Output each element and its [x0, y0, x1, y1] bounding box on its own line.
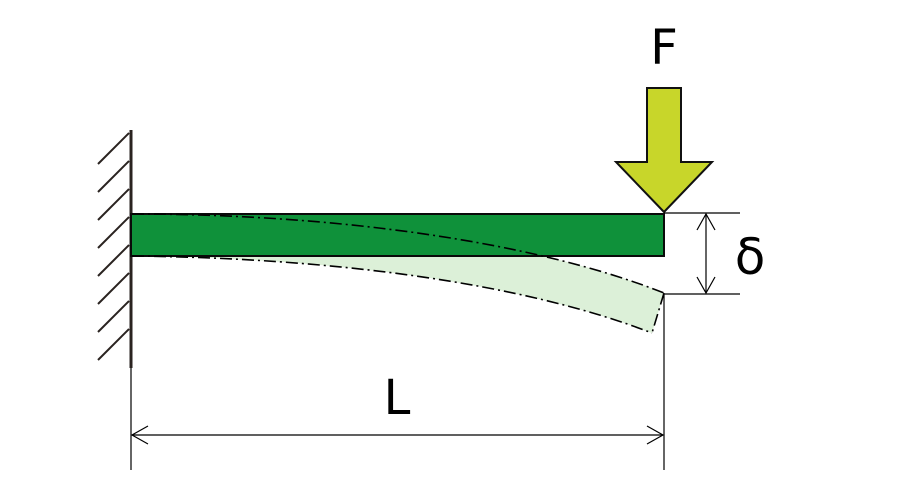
deflection-arrowhead-top — [696, 212, 716, 231]
beam — [130, 213, 665, 257]
length-arrowhead-right — [646, 425, 665, 445]
wall-hatching — [97, 132, 130, 361]
deflection-arrowhead-bottom — [696, 276, 716, 295]
force-arrow — [613, 87, 715, 214]
fixed-wall-support — [97, 130, 133, 368]
length-label: L — [384, 370, 411, 426]
force-label: F — [650, 20, 678, 76]
length-arrowhead-left — [130, 425, 149, 445]
deflected-beam-outline — [131, 213, 665, 334]
length-dimension — [130, 294, 665, 470]
deflection-label: δ — [735, 228, 766, 286]
deflection-dimension — [664, 212, 740, 295]
